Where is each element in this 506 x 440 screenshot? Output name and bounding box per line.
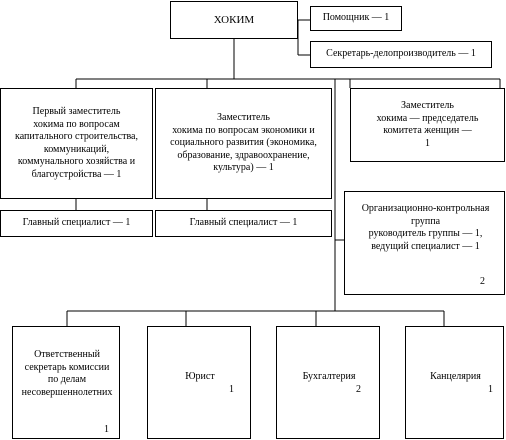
first-deputy-label: Первый заместитель хокима по вопросам ка… [15,106,138,180]
secretary-box: Секретарь-делопроизводитель — 1 [310,41,492,68]
women-deputy-box: Заместитель хокима — председатель комите… [350,88,505,162]
economy-deputy-label: Заместитель хокима по вопросам экономики… [170,112,317,174]
dept-count: 1 [229,384,234,395]
dept-label: Ответственный секретарь комиссии по дела… [21,349,113,398]
control-group-label: Организационно-контрольная группа руково… [361,203,490,252]
head-box: ХОКИМ [170,1,298,39]
control-group-count: 2 [480,276,485,287]
control-group-box: Организационно-контрольная группа руково… [344,191,505,295]
dept-label: Юрист [185,371,215,382]
secretary-label: Секретарь-делопроизводитель — 1 [326,48,476,60]
dept-count: 1 [488,384,493,395]
assistant-box: Помощник — 1 [310,6,402,31]
women-deputy-label: Заместитель хокима — председатель комите… [376,100,479,149]
head-title: ХОКИМ [213,13,255,26]
economy-deputy-box: Заместитель хокима по вопросам экономики… [155,88,332,199]
dept-box-lawyer: Юрист 1 [147,326,251,439]
dept-box-juvenile: Ответственный секретарь комиссии по дела… [12,326,120,439]
first-specialist-box: Главный специалист — 1 [0,210,153,237]
economy-specialist-box: Главный специалист — 1 [155,210,332,237]
first-deputy-box: Первый заместитель хокима по вопросам ка… [0,88,153,199]
economy-specialist-label: Главный специалист — 1 [189,217,298,229]
first-specialist-label: Главный специалист — 1 [22,217,131,229]
assistant-label: Помощник — 1 [322,12,390,24]
dept-box-accounting: Бухгалтерия 2 [276,326,380,439]
dept-label: Канцелярия [430,371,481,382]
dept-count: 2 [356,384,361,395]
dept-label: Бухгалтерия [302,371,356,382]
dept-count: 1 [104,424,109,435]
dept-box-chancery: Канцелярия 1 [405,326,504,439]
